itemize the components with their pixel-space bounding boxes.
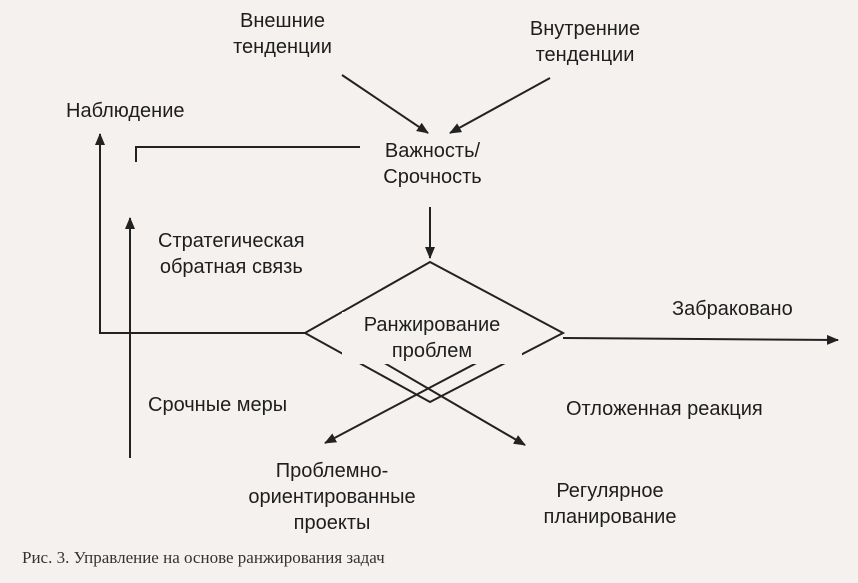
internal-trends-label: Внутренние тенденции	[529, 18, 641, 66]
external-trends-label: Внешние тенденции	[233, 10, 332, 58]
importance-urgency-label: Важность/ Срочность	[383, 140, 482, 188]
strategic-feedback-line	[135, 146, 360, 162]
strategic-feedback-label: Стратегическая обратная связь	[158, 230, 305, 278]
regular-planning-label: Регулярное планирование	[543, 480, 677, 528]
ranking-diamond	[302, 260, 566, 404]
arrow-external-to-importance	[341, 74, 429, 134]
arrow-to-rejected	[562, 334, 839, 345]
deferred-reaction-label: Отложенная реакция	[566, 398, 763, 420]
figure-caption: Рис. 3. Управление на основе ранжировани…	[22, 548, 385, 567]
problem-projects-label: Проблемно- ориентированные проекты	[248, 460, 416, 534]
urgent-measures-label: Срочные меры	[148, 394, 288, 416]
observation-label: Наблюдение	[66, 100, 185, 122]
ranking-label: Ранжирование проблем	[342, 312, 522, 364]
observation-loop-line	[95, 133, 305, 334]
rejected-label: Забраковано	[672, 298, 793, 320]
arrow-internal-to-importance	[449, 77, 551, 134]
